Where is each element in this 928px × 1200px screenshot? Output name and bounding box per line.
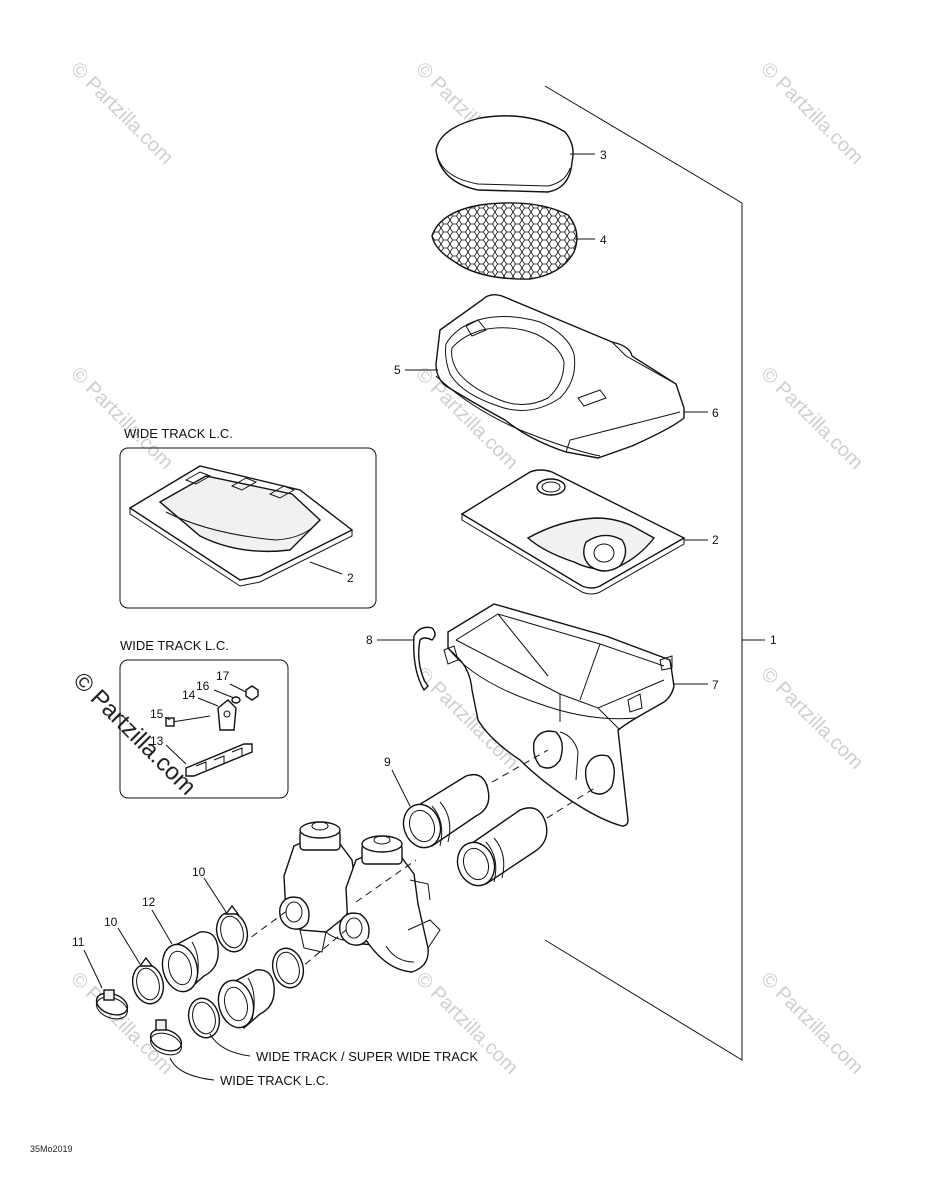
carb-boot-part-12 [151, 909, 275, 1030]
foam-pad-part-3 [435, 115, 595, 193]
airbox-cover-part-5-6 [405, 293, 708, 459]
variant-note-leaders [169, 1033, 251, 1081]
callout-16: 16 [196, 679, 210, 693]
carburetors [241, 821, 441, 973]
bracket-line [544, 85, 743, 1061]
watermark: © Partzilla.com [756, 663, 867, 774]
callout-5: 5 [394, 363, 401, 377]
intake-boot-part-9 [391, 769, 548, 887]
callout-7: 7 [712, 678, 719, 692]
callout-10: 10 [192, 865, 206, 879]
mesh-screen-part-4 [431, 202, 595, 280]
callout-labels: 1 2 2 3 4 5 6 7 8 9 10 10 11 12 13 14 15… [72, 148, 777, 949]
base-plate-part-2 [460, 469, 708, 595]
watermark: © Partzilla.com [756, 58, 867, 169]
lower-inset: WIDE TRACK L.C. [119, 638, 289, 799]
airbox-base-part-7 [439, 603, 708, 851]
drawing-code: 35Mo2019 [30, 1144, 73, 1154]
callout-13: 13 [150, 734, 164, 748]
callout-9: 9 [384, 755, 391, 769]
callout-1: 1 [770, 633, 777, 647]
hose-clamp-part-11 [83, 949, 183, 1056]
callout-2: 2 [712, 533, 719, 547]
callout-2-inset: 2 [347, 571, 354, 585]
watermark: © Partzilla.com [756, 968, 867, 1079]
assembly-bracket [544, 85, 765, 1061]
note-wide-super-track: WIDE TRACK / SUPER WIDE TRACK [256, 1049, 478, 1064]
clip-part-8 [377, 626, 436, 692]
watermark: © Partzilla.com [66, 58, 177, 169]
callout-17: 17 [216, 669, 230, 683]
callout-12: 12 [142, 895, 156, 909]
callout-3: 3 [600, 148, 607, 162]
callout-4: 4 [600, 233, 607, 247]
callout-8: 8 [366, 633, 373, 647]
callout-6: 6 [712, 406, 719, 420]
callout-15: 15 [150, 707, 164, 721]
callout-11: 11 [72, 935, 85, 949]
upper-inset-title: WIDE TRACK L.C. [124, 426, 233, 441]
note-wide-track-lc: WIDE TRACK L.C. [220, 1073, 329, 1088]
clamp-part-10 [117, 877, 305, 1039]
watermark: © Partzilla.com [66, 363, 177, 474]
lower-inset-title: WIDE TRACK L.C. [120, 638, 229, 653]
watermark: © Partzilla.com [756, 363, 867, 474]
upper-inset: WIDE TRACK L.C. [119, 426, 377, 609]
callout-14: 14 [182, 688, 196, 702]
callout-10: 10 [104, 915, 118, 929]
